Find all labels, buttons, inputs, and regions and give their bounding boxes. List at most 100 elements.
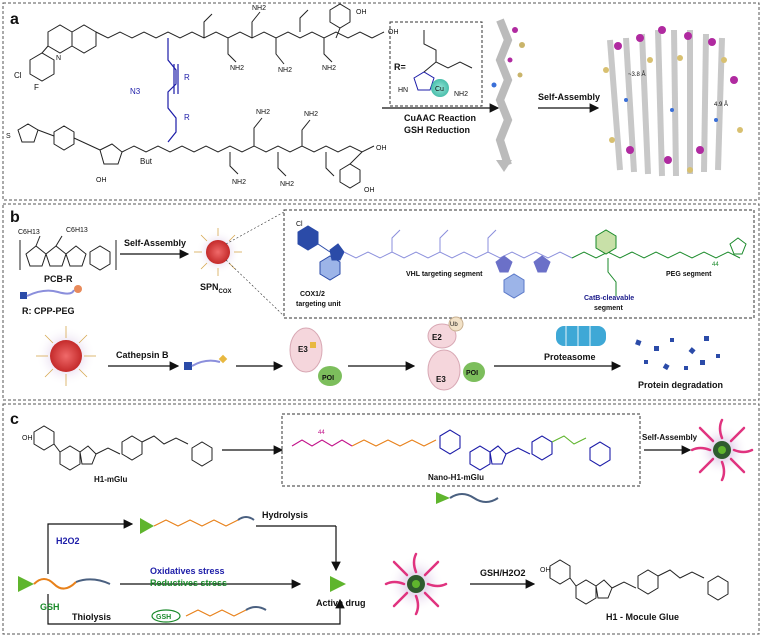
spn-label-sub: COX — [219, 289, 232, 295]
r-definition-box — [389, 21, 483, 107]
thiolysis-branch-arrow — [47, 594, 345, 625]
svg-text:NH2: NH2 — [304, 111, 318, 118]
catb-label-2: segment — [594, 305, 623, 312]
prodrug-icon — [18, 576, 34, 592]
spn-label: SPNCOX — [200, 282, 232, 295]
peg-n-label-b: 44 — [712, 262, 719, 268]
e3-label-1: E3 — [298, 345, 308, 354]
panel-c-frame — [2, 403, 760, 635]
ubiquitinated-complex — [427, 316, 485, 391]
e2-label: E2 — [432, 333, 442, 342]
panel-a-bottom-labels: S But OH NH2 NH2 NH2 NH2 OH OH — [6, 109, 387, 194]
spn-label-main: SPN — [200, 282, 219, 292]
panel-a-bottom-peptide — [17, 117, 375, 189]
svg-text:F: F — [34, 83, 39, 92]
peg-label: PEG segment — [666, 271, 712, 278]
panel-b-letter: b — [10, 209, 20, 226]
panel-a-blue-linker — [167, 38, 179, 143]
pcb-polymer-structure — [19, 235, 117, 271]
prodrug-peg — [75, 578, 111, 585]
h2o2-label: H2O2 — [56, 536, 80, 546]
r-hn-label: HN — [398, 87, 408, 94]
catb-label-1: CatB-cleavable — [584, 295, 634, 302]
thiolysis-label: Thiolysis — [72, 612, 111, 622]
protac-detail-box — [283, 209, 755, 319]
fibril-model — [603, 26, 743, 177]
cpp-peg-label: R: CPP-PEG — [22, 306, 75, 316]
svg-text:But: But — [140, 157, 153, 166]
zoom-line-top — [225, 211, 285, 245]
cox-label-1: COX1/2 — [300, 291, 325, 298]
copper-ion — [431, 79, 449, 97]
nano-h1-structure — [291, 429, 611, 471]
oxidative-label: Oxidatives stress — [150, 566, 225, 576]
h1-mglu-structure — [33, 425, 213, 471]
oxidation-branch-arrow — [47, 519, 134, 574]
h1-final-structure — [549, 559, 729, 605]
proteasome — [556, 326, 606, 346]
reductive-label: Reductives stress — [150, 578, 227, 588]
nano-particle-top — [690, 418, 754, 482]
e3-label-2: E3 — [436, 375, 446, 384]
cathepsin-label: Cathepsin B — [116, 350, 169, 360]
r-group-bottom: R — [184, 113, 190, 122]
h1-final-label: H1 - Mocule Glue — [606, 612, 679, 622]
poi-label-2: POI — [466, 370, 478, 377]
h1-oh-label: OH — [22, 435, 33, 442]
svg-text:N: N — [56, 55, 61, 62]
active-drug-icon — [330, 576, 346, 592]
polymer-label: PCB-R — [44, 274, 73, 284]
proteasome-label: Proteasome — [544, 352, 596, 362]
reaction-label-1: CuAAC Reaction — [404, 113, 476, 123]
h1-mglu-label: H1-mGlu — [94, 475, 127, 484]
gsh-h2o2-label: GSH/H2O2 — [480, 568, 526, 578]
copper-label: Cu — [435, 86, 444, 93]
svg-text:OH: OH — [356, 9, 367, 16]
svg-text:Cl: Cl — [14, 71, 22, 80]
r-nh2-label: NH2 — [454, 91, 468, 98]
zoom-line-bottom — [225, 259, 285, 317]
self-assembly-label-c: Self-Assembly — [642, 433, 698, 442]
poi-label-1: POI — [322, 375, 334, 382]
nano-conjugate-icon — [436, 492, 499, 504]
degraded-fragments — [635, 336, 720, 371]
svg-text:NH2: NH2 — [230, 65, 244, 72]
degradation-label: Protein degradation — [638, 380, 723, 390]
r-group-top: R — [184, 73, 190, 82]
gsh-adduct — [151, 606, 267, 623]
spn-large — [36, 326, 96, 386]
ternary-complex — [289, 327, 342, 386]
panel-a-letter: a — [10, 11, 19, 28]
gsh-box-label: GSH — [156, 614, 171, 621]
svg-text:OH: OH — [364, 187, 375, 194]
nano-h1-label: Nano-H1-mGlu — [428, 473, 484, 482]
distance-label-b: 4.9 Å — [714, 101, 728, 108]
side-chain-1: C6H13 — [18, 229, 40, 236]
peg-n-label-c: 44 — [318, 430, 325, 436]
single-strand-model — [491, 18, 525, 172]
svg-text:NH2: NH2 — [280, 181, 294, 188]
svg-text:OH: OH — [376, 145, 387, 152]
svg-text:NH2: NH2 — [232, 179, 246, 186]
azide-label: N3 — [130, 87, 141, 96]
cox-label-2: targeting unit — [296, 301, 341, 308]
reaction-label-2: GSH Reduction — [404, 125, 470, 135]
r-equals-label: R= — [394, 62, 406, 72]
nano-particle-bottom — [384, 552, 448, 616]
cox-cl-label: Cl — [296, 221, 303, 228]
prodrug-linker — [33, 578, 77, 590]
gsh-label: GSH — [40, 602, 60, 612]
side-chain-2: C6H13 — [66, 227, 88, 234]
self-assembly-label-b: Self-Assembly — [124, 238, 186, 248]
hydrolysis-label: Hydrolysis — [262, 510, 308, 520]
svg-text:OH: OH — [388, 29, 399, 36]
panel-b-frame — [2, 203, 760, 401]
svg-text:OH: OH — [96, 177, 107, 184]
ub-label: Ub — [450, 322, 458, 328]
svg-text:S: S — [6, 133, 11, 140]
panel-a-top-peptide — [29, 3, 385, 82]
protac-structure — [297, 225, 747, 299]
svg-text:NH2: NH2 — [252, 5, 266, 12]
h1-final-oh: OH — [540, 567, 551, 574]
